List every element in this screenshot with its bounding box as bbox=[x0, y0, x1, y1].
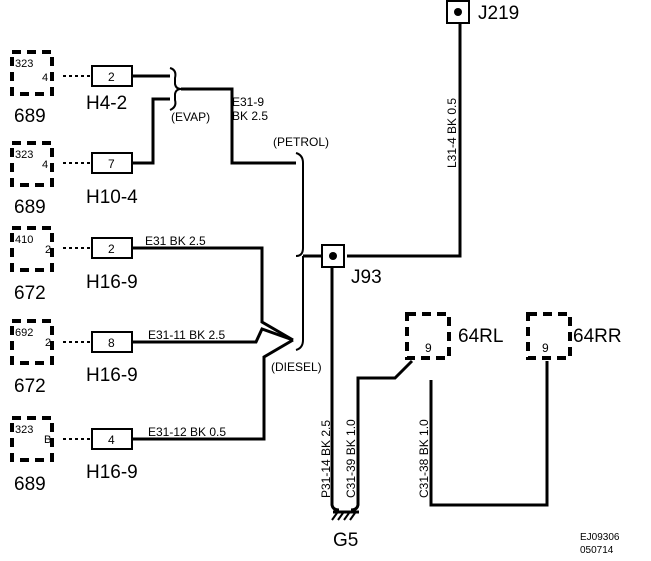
connector-id: H16-9 bbox=[86, 462, 138, 483]
splice-label: J93 bbox=[351, 267, 382, 288]
comp-id: 689 bbox=[14, 197, 46, 218]
wire-label: BK 2.5 bbox=[232, 109, 268, 123]
wires bbox=[133, 24, 549, 512]
component-672-a bbox=[10, 226, 133, 272]
wire-label: C31-38 BK 1.0 bbox=[417, 419, 431, 498]
wire-p31-14 bbox=[330, 268, 340, 512]
comp-code: 323 bbox=[15, 149, 33, 161]
wire-h10-4 bbox=[133, 97, 170, 165]
label-evap: (EVAP) bbox=[171, 110, 210, 124]
connector-pin: 2 bbox=[108, 70, 115, 84]
comp-pin: 9 bbox=[425, 341, 432, 355]
connector-pin: 2 bbox=[108, 242, 115, 256]
comp-code: 410 bbox=[15, 234, 33, 246]
splice-dot-icon bbox=[454, 8, 462, 16]
wire-e31-11 bbox=[133, 327, 294, 344]
comp-pin: 2 bbox=[45, 244, 51, 256]
comp-id: 672 bbox=[14, 376, 46, 397]
selector-bracket bbox=[295, 152, 304, 351]
comp-pin: 2 bbox=[45, 337, 51, 349]
connector-pin: 4 bbox=[108, 433, 115, 447]
component-689-c bbox=[10, 416, 133, 462]
component-689-a bbox=[10, 50, 133, 96]
wire-label: C31-39 BK 1.0 bbox=[344, 419, 358, 498]
wire-label: E31-9 bbox=[232, 95, 264, 109]
component-689-b bbox=[10, 141, 133, 187]
wire-l31-4 bbox=[347, 24, 462, 258]
splice-label: J219 bbox=[478, 3, 519, 24]
component-64rr bbox=[526, 312, 572, 360]
wire-e31-12 bbox=[133, 338, 294, 441]
ground-label: G5 bbox=[333, 530, 358, 551]
comp-pin: B bbox=[44, 434, 51, 446]
comp-pin: 9 bbox=[542, 341, 549, 355]
comp-code: 323 bbox=[15, 424, 33, 436]
connector-id: H4-2 bbox=[86, 93, 127, 114]
comp-id: 672 bbox=[14, 283, 46, 304]
connector-id: H16-9 bbox=[86, 272, 138, 293]
wire-c31-39 bbox=[350, 359, 414, 512]
comp-pin: 4 bbox=[42, 72, 48, 84]
wire-e31-9 bbox=[181, 87, 296, 165]
connector-id: H10-4 bbox=[86, 187, 138, 208]
wire-label: E31 BK 2.5 bbox=[145, 234, 206, 248]
wire-e31 bbox=[133, 246, 294, 342]
wire-c31-38 bbox=[429, 361, 549, 507]
wire-label: P31-14 BK 2.5 bbox=[319, 420, 333, 498]
connector-pin: 8 bbox=[108, 336, 115, 350]
connector-pin: 7 bbox=[108, 157, 115, 171]
comp-code: 323 bbox=[15, 58, 33, 70]
connector-id: H16-9 bbox=[86, 365, 138, 386]
ground-icon bbox=[331, 510, 359, 521]
comp-id: 64RR bbox=[573, 326, 622, 347]
comp-id: 64RL bbox=[458, 326, 503, 347]
wire-label: E31-11 BK 2.5 bbox=[148, 328, 225, 342]
comp-id: 689 bbox=[14, 474, 46, 495]
drawing-date: 050714 bbox=[580, 545, 614, 556]
comp-code: 692 bbox=[15, 327, 33, 339]
wire-label: E31-12 BK 0.5 bbox=[148, 425, 226, 439]
drawing-ref: EJ09306 bbox=[580, 532, 620, 543]
comp-pin: 4 bbox=[42, 159, 48, 171]
comp-id: 689 bbox=[14, 106, 46, 127]
wire-label: L31-4 BK 0.5 bbox=[445, 98, 459, 168]
label-diesel: (DIESEL) bbox=[271, 360, 322, 374]
component-64rl bbox=[405, 312, 451, 360]
splice-dot-icon bbox=[329, 252, 337, 260]
evap-bracket bbox=[169, 67, 182, 111]
component-672-b bbox=[10, 319, 133, 365]
label-petrol: (PETROL) bbox=[273, 135, 329, 149]
